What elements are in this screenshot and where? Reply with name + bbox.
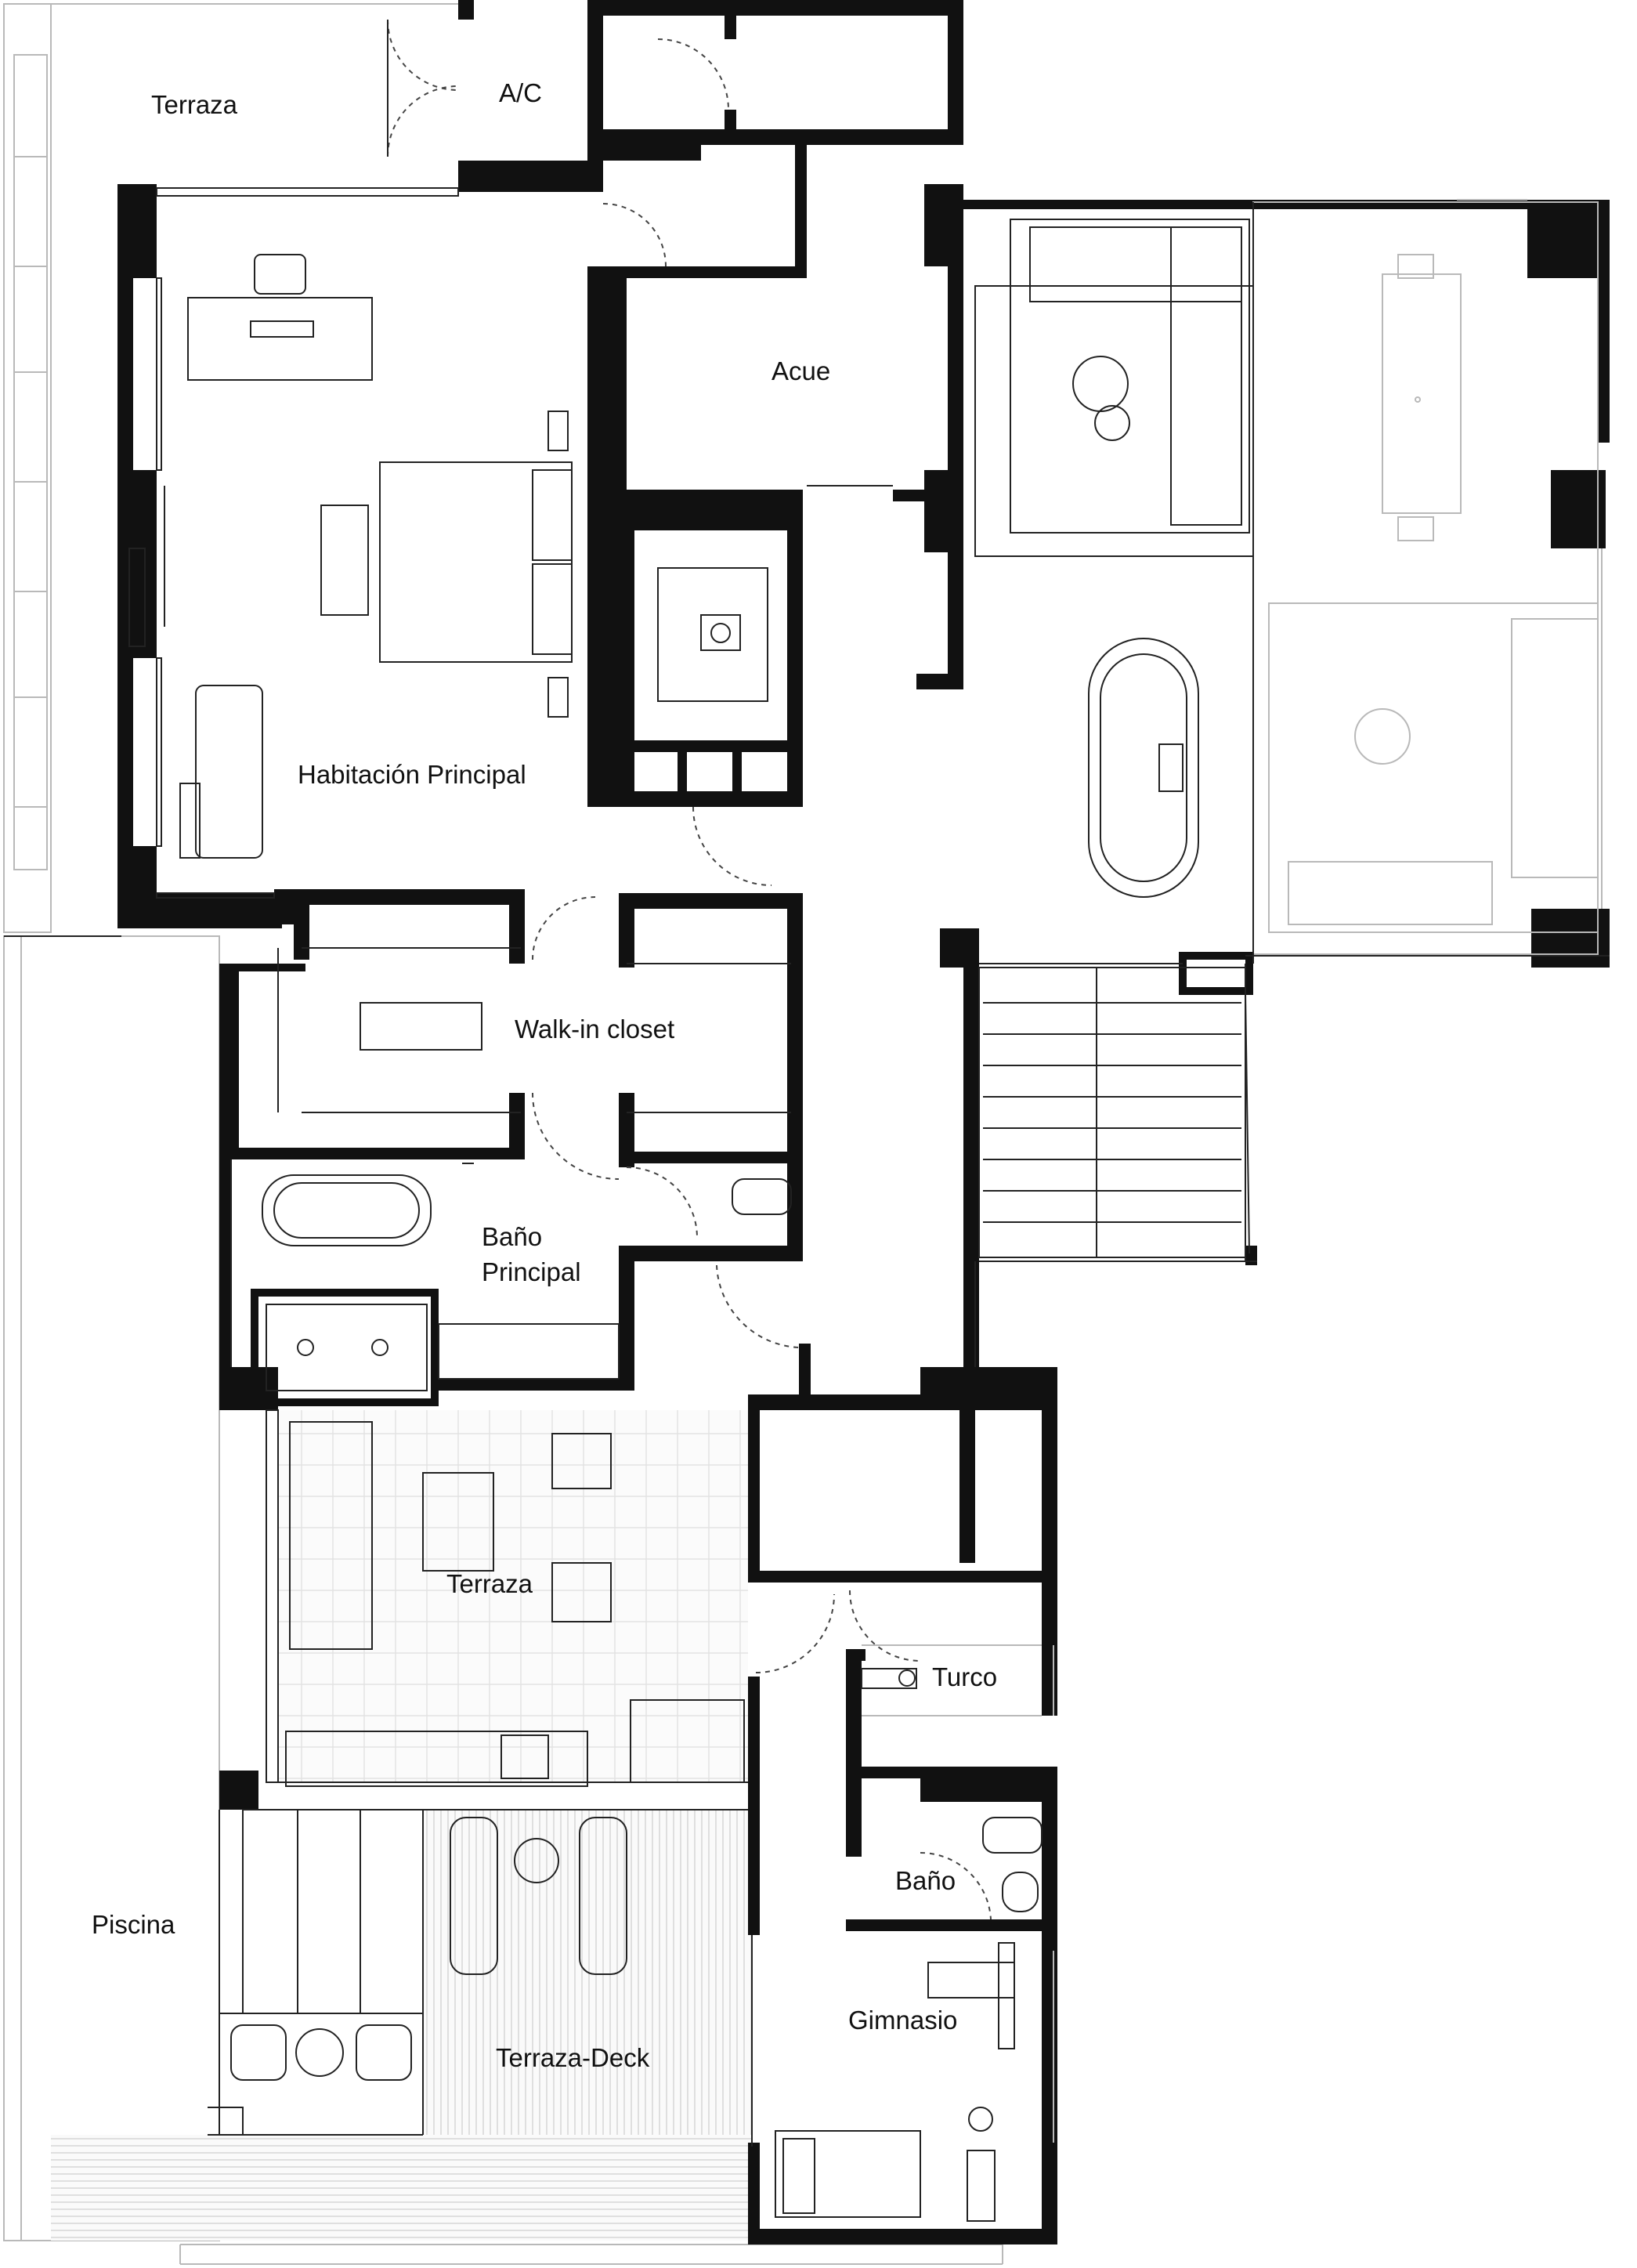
label-turco: Turco — [932, 1662, 997, 1691]
label-terraza-middle: Terraza — [446, 1569, 533, 1598]
walls — [117, 0, 1610, 2244]
label-bano: Baño — [895, 1866, 956, 1895]
room-labels: Terraza A/C Acue Habitación Principal Wa… — [92, 78, 997, 2072]
terraza-tiles — [278, 1410, 748, 1782]
label-terraza-deck: Terraza-Deck — [496, 2043, 650, 2072]
label-terraza-upper: Terraza — [151, 90, 238, 119]
label-ac: A/C — [499, 78, 542, 107]
thin-lines — [156, 187, 1610, 2147]
label-bano-principal-line2: Principal — [482, 1257, 581, 1286]
label-acue: Acue — [772, 356, 830, 385]
label-gimnasio: Gimnasio — [848, 2006, 957, 2035]
label-walk-in-closet: Walk-in closet — [515, 1015, 674, 1044]
label-piscina: Piscina — [92, 1910, 175, 1939]
label-habitacion-principal: Habitación Principal — [298, 760, 526, 789]
furniture — [128, 219, 1599, 2222]
door-swings — [387, 19, 992, 1920]
outer-terrace-border — [3, 3, 1003, 2265]
label-bano-principal-line1: Baño — [482, 1222, 542, 1251]
